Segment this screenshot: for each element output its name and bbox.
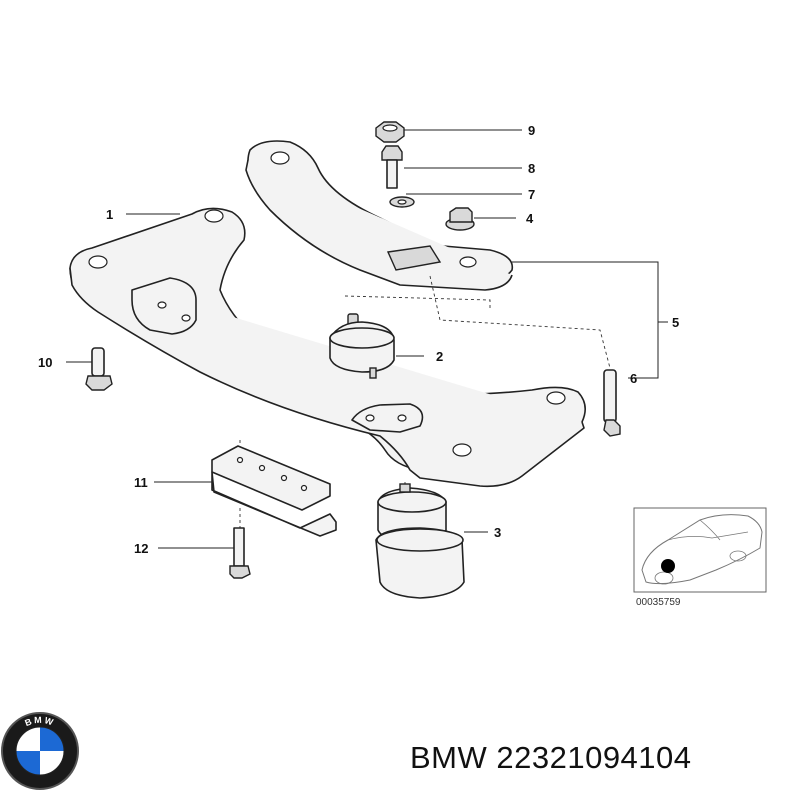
callout-11: 11 bbox=[134, 475, 148, 490]
callout-7: 7 bbox=[528, 187, 535, 202]
washer-7 bbox=[389, 196, 415, 208]
callout-6: 6 bbox=[630, 371, 637, 386]
bolt-8 bbox=[381, 145, 403, 189]
callout-labels: 1 2 3 4 5 6 7 8 9 10 11 12 bbox=[38, 123, 679, 556]
vehicle-location-inset bbox=[633, 507, 767, 593]
mounting-plate-part bbox=[211, 445, 337, 537]
callout-5: 5 bbox=[672, 315, 679, 330]
callout-8: 8 bbox=[528, 161, 535, 176]
inset-reference-code: 00035759 bbox=[636, 597, 681, 608]
location-marker-icon bbox=[661, 559, 675, 573]
flange-nut-4 bbox=[445, 207, 475, 231]
upper-bracket-part bbox=[245, 140, 514, 291]
bmw-logo-icon: BMW bbox=[1, 712, 79, 790]
bolt-12 bbox=[229, 527, 251, 579]
leader-lines bbox=[66, 129, 668, 549]
callout-9: 9 bbox=[528, 123, 535, 138]
callout-2: 2 bbox=[436, 349, 443, 364]
rubber-bushing-part bbox=[375, 483, 465, 599]
bolt-10 bbox=[85, 347, 113, 391]
bolt-6 bbox=[603, 369, 621, 437]
callout-1: 1 bbox=[106, 207, 113, 222]
callout-12: 12 bbox=[134, 541, 148, 556]
svg-text:BMW: BMW bbox=[23, 715, 56, 728]
callout-10: 10 bbox=[38, 355, 52, 370]
callout-4: 4 bbox=[526, 211, 534, 226]
part-number-title: BMW 22321094104 bbox=[410, 740, 692, 775]
callout-3: 3 bbox=[494, 525, 501, 540]
crossmember-part bbox=[69, 207, 586, 488]
rubber-mount-part bbox=[329, 313, 395, 379]
hex-nut-9 bbox=[375, 121, 405, 143]
